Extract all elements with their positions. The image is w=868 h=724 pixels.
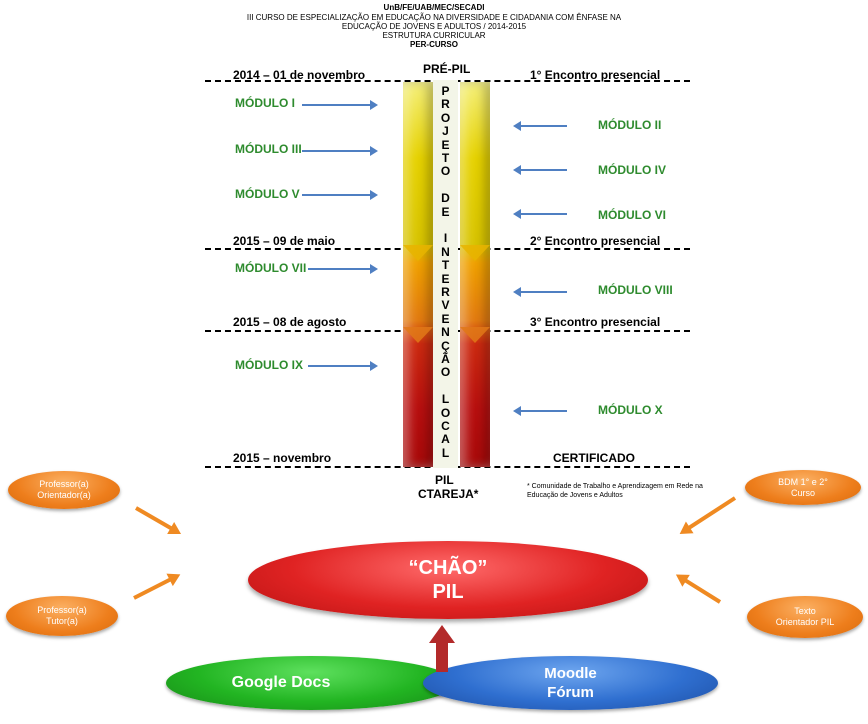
arrow-left-module-8: [513, 287, 567, 297]
event-1: 1° Encontro presencial: [530, 68, 661, 82]
vertical-letter: E: [441, 271, 450, 286]
arrow-right-module-7: [308, 264, 378, 274]
chevron-marker-2: [403, 327, 433, 343]
vertical-letter: L: [441, 392, 450, 407]
timeline-bar-right: [460, 82, 490, 467]
event-3: 3° Encontro presencial: [530, 315, 661, 329]
chevron-marker-3: [460, 245, 490, 261]
module-8: MÓDULO VIII: [598, 283, 673, 297]
vertical-letter: L: [441, 445, 450, 460]
arrow-left-module-4: [513, 165, 567, 175]
vertical-letter: O: [440, 405, 451, 420]
vertical-letter: O: [440, 365, 451, 380]
arrow-left-module-2: [513, 121, 567, 131]
bdm-label: BDM 1° e 2° Curso: [778, 476, 828, 498]
up-arrow-head: [429, 625, 455, 643]
module-1: MÓDULO I: [235, 96, 295, 110]
moodle-label: Moodle: [544, 665, 597, 682]
chevron-marker-1: [403, 245, 433, 261]
arrow-tutor-to-chao: [133, 576, 175, 600]
vertical-letter: O: [440, 110, 451, 125]
header-line-4: ESTRUTURA CURRICULAR: [382, 31, 486, 40]
vertical-letter: Ç: [441, 338, 450, 353]
date-4: 2015 – novembro: [233, 451, 332, 465]
texto-orientador-label: Texto Orientador PIL: [775, 606, 835, 627]
google-docs-ellipse: Google Docs: [166, 656, 456, 710]
vertical-letter: C: [441, 419, 450, 433]
vertical-letter: T: [441, 258, 450, 273]
vertical-letter: I: [443, 231, 448, 246]
up-arrow-shaft: [436, 642, 448, 672]
arrow-right-module-5: [302, 190, 378, 200]
date-2: 2015 – 09 de maio: [233, 234, 336, 248]
professor-tutor-label: Professor(a) Tutor(a): [37, 605, 87, 626]
arrow-left-module-6: [513, 209, 567, 219]
arrow-right-module-9: [308, 361, 378, 371]
header-line-5: PER-CURSO: [409, 40, 458, 49]
module-4: MÓDULO IV: [598, 163, 666, 177]
pil-label: PIL: [435, 473, 454, 487]
arrow-right-module-1: [302, 100, 378, 110]
module-3: MÓDULO III: [235, 142, 302, 156]
event-2: 2° Encontro presencial: [530, 234, 661, 248]
arrow-texto-to-chao: [681, 576, 722, 604]
google-docs-label: Google Docs: [231, 674, 331, 691]
vertical-letter: A: [441, 432, 450, 447]
vertical-letter: D: [441, 191, 450, 206]
arrow-bdm-to-chao: [685, 496, 737, 532]
header-line-1: UnB/FE/UAB/MEC/SECADI: [383, 3, 485, 12]
vertical-letter: R: [441, 97, 450, 112]
module-10: MÓDULO X: [598, 403, 663, 417]
vertical-letter: Ã: [441, 352, 450, 366]
timeline-bar-left: [403, 82, 433, 467]
chao-line-2: PIL: [432, 581, 464, 603]
date-1: 2014 – 01 de novembro: [233, 68, 366, 82]
vertical-letter: E: [441, 137, 450, 152]
texto-orientador-node: Texto Orientador PIL: [747, 596, 863, 638]
header-line-3: EDUCAÇÃO DE JOVENS E ADULTOS / 2014-2015: [341, 22, 527, 31]
chao-line-1: “CHÃO”: [408, 557, 488, 579]
vertical-letter: P: [441, 84, 450, 98]
event-4: CERTIFICADO: [553, 451, 635, 465]
vertical-letter: J: [442, 124, 449, 139]
chevron-marker-4: [460, 327, 490, 343]
module-5: MÓDULO V: [235, 187, 300, 201]
arrow-right-module-3: [302, 146, 378, 156]
header-line-2: III CURSO DE ESPECIALIZAÇÃO EM EDUCAÇÃO …: [246, 13, 622, 22]
bdm-node: BDM 1° e 2° Curso: [745, 470, 861, 505]
module-7: MÓDULO VII: [235, 261, 307, 275]
forum-label: Fórum: [547, 684, 594, 701]
professor-orientador-node: Professor(a) Orientador(a): [8, 471, 120, 509]
professor-tutor-node: Professor(a) Tutor(a): [6, 596, 118, 636]
footnote: * Comunidade de Trabalho e Aprendizagem …: [527, 483, 703, 499]
arrow-left-module-10: [513, 406, 567, 416]
chao-pil-ellipse: “CHÃO” PIL: [248, 541, 648, 619]
module-2: MÓDULO II: [598, 118, 662, 132]
module-6: MÓDULO VI: [598, 208, 666, 222]
vertical-letter: N: [441, 325, 450, 340]
moodle-forum-ellipse: Moodle Fórum: [423, 656, 718, 710]
vertical-letter: V: [441, 298, 450, 313]
module-9: MÓDULO IX: [235, 358, 303, 372]
professor-orientador-label: Professor(a) Orientador(a): [37, 479, 91, 500]
vertical-letter: N: [441, 244, 450, 259]
vertical-letter: O: [440, 164, 451, 179]
arrow-orientador-to-chao: [135, 506, 176, 532]
ctareja-label: CTAREJA*: [418, 487, 479, 501]
vertical-letter: E: [441, 204, 450, 219]
vertical-letter: T: [441, 151, 450, 165]
vertical-letter: E: [441, 311, 450, 326]
pre-pil-label: PRÉ-PIL: [423, 62, 471, 76]
vertical-letter: R: [441, 285, 450, 299]
date-3: 2015 – 08 de agosto: [233, 315, 347, 329]
